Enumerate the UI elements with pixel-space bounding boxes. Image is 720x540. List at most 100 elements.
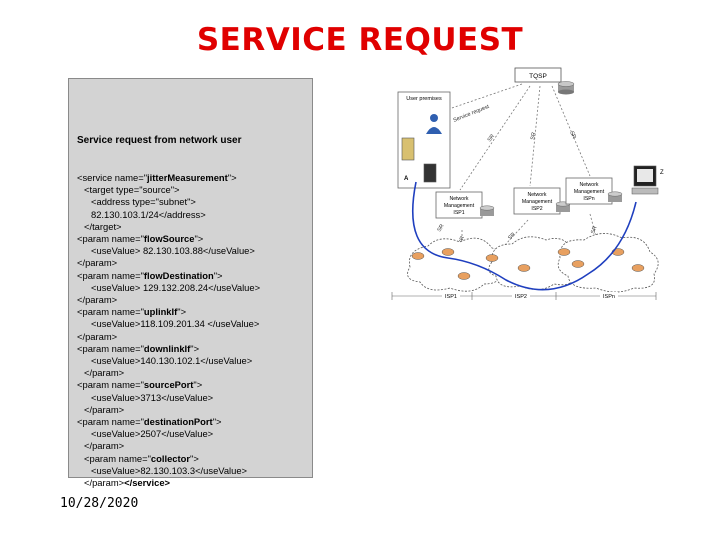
code-token: "> [212, 416, 222, 428]
node-a-label: A [404, 176, 409, 182]
code-line: <useValue>3713</useValue> [77, 392, 260, 404]
code-token: </service> [124, 477, 171, 489]
code-token: <param name=" [77, 416, 144, 428]
code-token: uplinkIf [143, 306, 178, 318]
sr-label-3: SR [568, 130, 577, 139]
code-token: "> [213, 269, 223, 281]
code-token: <useValue> 82.130.103.88</useValue> [91, 245, 255, 257]
code-line: </param></service> [77, 477, 260, 489]
code-line: <useValue>82.130.103.3</useValue> [77, 465, 260, 477]
isp1-label: ISP1 [445, 294, 457, 300]
code-token: "> [177, 306, 187, 318]
code-token: </param> [84, 403, 125, 415]
server-icon [401, 137, 415, 161]
network-management-ispn: Network Management ISPn [565, 177, 623, 205]
code-token: 82.130.103.1/24</address> [91, 208, 206, 220]
network-management-isp1: Network Management ISP1 [435, 191, 495, 219]
network-management-isp2: Network Management ISP2 [513, 187, 571, 215]
code-line: </param> [77, 367, 260, 379]
code-token: <param name=" [77, 342, 144, 354]
code-line: </param> [77, 257, 260, 269]
code-token: <useValue> 129.132.208.24</useValue> [91, 281, 261, 293]
code-token: <useValue>2507</useValue> [91, 428, 214, 440]
network-diagram: TQSP User premises A Z Service request S… [391, 67, 664, 300]
code-token: "> [190, 452, 199, 464]
isp2-label: ISP2 [515, 294, 527, 300]
nm-isp1-line-1: Network [449, 196, 468, 202]
service-request-panel: Service request from network user <servi… [68, 78, 313, 488]
code-token: </param> [77, 330, 118, 342]
code-token: <useValue>3713</useValue> [91, 391, 214, 403]
sr-label-4: SR [437, 223, 446, 233]
code-line: <useValue>140.130.102.1</useValue> [77, 355, 260, 367]
code-token: "> [227, 172, 237, 184]
code-token: <target type="source"> [84, 184, 180, 196]
code-token: <param name=" [77, 269, 144, 281]
code-line: <useValue> 82.130.103.88</useValue> [77, 245, 260, 257]
sr-label-1: SR [487, 133, 496, 143]
code-token: </param> [77, 257, 118, 269]
user-premises-label: User premises [406, 96, 442, 102]
code-token: sourcePort [143, 379, 194, 391]
code-line: <param name="collector"> [77, 453, 260, 465]
code-token: destinationPort [143, 416, 213, 428]
code-line: <useValue> 129.132.208.24</useValue> [77, 282, 260, 294]
code-token: <param name=" [77, 306, 144, 318]
code-token: <useValue>118.109.201.34 </useValue> [91, 318, 260, 330]
code-token: </param> [84, 440, 125, 452]
code-token: flowSource [143, 233, 195, 245]
user-icon [426, 114, 442, 134]
ispn-label: ISPn [603, 294, 615, 300]
code-token: </param> [84, 367, 125, 379]
code-line: <param name="uplinkIf"> [77, 306, 260, 318]
code-token: </param> [77, 294, 118, 306]
slide-title: SERVICE REQUEST [196, 22, 524, 58]
code-line: <param name="flowDestination"> [77, 270, 260, 282]
sr-label-6: SR [507, 232, 517, 242]
code-body: <service name="jitterMeasurement"><targe… [77, 172, 260, 489]
code-token: "> [190, 342, 200, 354]
probe-icon [423, 163, 437, 183]
sr-label-7: SR [590, 225, 598, 234]
code-line: </param> [77, 294, 260, 306]
code-line: </param> [77, 331, 260, 343]
code-line: <address type="subnet"> [77, 196, 260, 208]
tqsp-database-icon [557, 81, 575, 95]
code-line: <useValue>2507</useValue> [77, 428, 260, 440]
nm-isp2-line-3: ISP2 [531, 206, 542, 212]
footer-date: 10/28/2020 [60, 496, 139, 511]
nm-ispn-line-3: ISPn [583, 196, 594, 202]
sr-label-2: SR [530, 132, 537, 141]
code-token: "> [193, 379, 203, 391]
service-request-label: Service request [453, 104, 491, 124]
code-line: </target> [77, 221, 260, 233]
code-token: flowDestination [143, 269, 214, 281]
code-token: "> [194, 233, 204, 245]
routers [411, 248, 645, 280]
code-line: </param> [77, 440, 260, 452]
code-token: <param name=" [77, 233, 144, 245]
nm-ispn-line-2: Management [574, 189, 605, 195]
code-line: <param name="downlinkIf"> [77, 343, 260, 355]
code-token: <param name=" [84, 452, 151, 464]
code-token: <useValue>82.130.103.3</useValue> [91, 464, 248, 476]
code-token: collector [150, 452, 190, 464]
code-line: <service name="jitterMeasurement"> [77, 172, 260, 184]
code-line: 82.130.103.1/24</address> [77, 209, 260, 221]
sr-label-5: SR [458, 236, 466, 245]
tqsp-box [514, 67, 562, 83]
code-line: <target type="source"> [77, 184, 260, 196]
nm-ispn-line-1: Network [579, 182, 598, 188]
flow-path [412, 181, 637, 291]
nm-isp1-line-3: ISP1 [453, 210, 464, 216]
code-token: jitterMeasurement [147, 172, 228, 184]
tqsp-label: TQSP [529, 73, 547, 80]
code-line: </param> [77, 404, 260, 416]
code-token: <param name=" [77, 379, 144, 391]
nm-isp2-line-1: Network [527, 192, 546, 198]
code-line: <param name="flowSource"> [77, 233, 260, 245]
code-listing: Service request from network user <servi… [77, 111, 260, 514]
node-z-label: Z [660, 170, 664, 176]
computer-icon [631, 165, 659, 195]
code-line: <param name="sourcePort"> [77, 379, 260, 391]
